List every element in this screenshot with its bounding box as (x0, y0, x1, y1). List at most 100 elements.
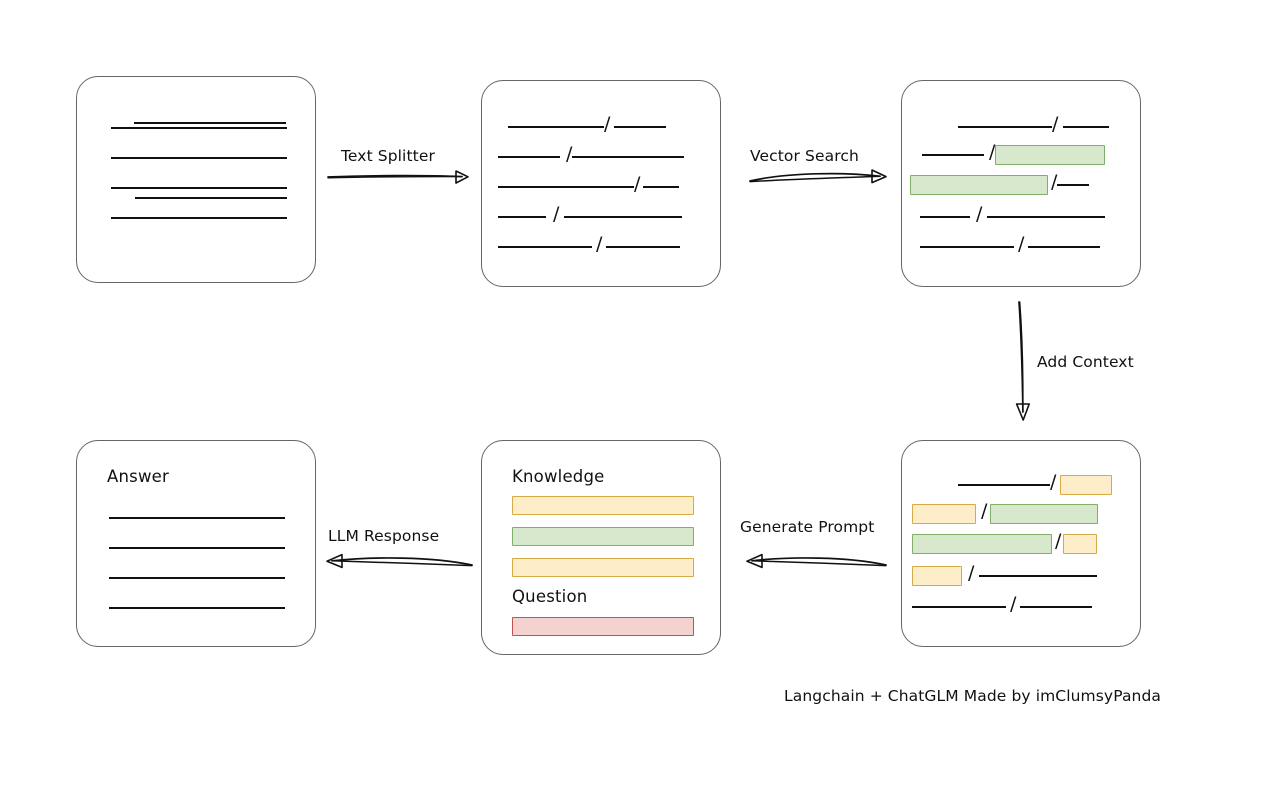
node-prompt[interactable]: Knowledge Question (481, 440, 721, 655)
context-chunk-highlight[interactable] (912, 566, 962, 586)
text-line (77, 567, 315, 589)
text-line (77, 117, 315, 139)
text-segment (958, 125, 1052, 129)
text-segment (987, 215, 1106, 219)
edge-label-llm-response: LLM Response (328, 527, 440, 545)
text-segment (111, 156, 287, 160)
split-slash: / (981, 499, 988, 522)
text-segment (1057, 183, 1090, 187)
split-slash: / (1010, 592, 1017, 615)
edge-add-context (1006, 300, 1040, 426)
context-chunk-highlight[interactable] (1060, 475, 1113, 495)
text-segment (1020, 605, 1093, 609)
text-segment (920, 215, 970, 219)
edge-generate-prompt (738, 545, 888, 577)
text-line (77, 187, 315, 209)
text-line (77, 537, 315, 559)
vector-search-arrow-icon (749, 169, 887, 184)
generate-prompt-arrow-icon (746, 553, 887, 569)
knowledge-bar-1[interactable] (512, 496, 694, 515)
text-segment (912, 605, 1006, 609)
text-line (77, 507, 315, 529)
edge-label-add-context: Add Context (1037, 353, 1134, 371)
text-line (77, 207, 315, 229)
text-line: / (482, 202, 720, 228)
text-line: / (902, 232, 1140, 258)
text-line (77, 147, 315, 169)
text-segment (498, 245, 592, 249)
text-line: / (482, 112, 720, 138)
text-segment (111, 216, 287, 220)
node-answer[interactable]: Answer (76, 440, 316, 647)
text-segment (508, 125, 604, 129)
text-segment (606, 245, 681, 249)
split-slash: / (968, 561, 975, 584)
split-document-lines: / / / / (482, 81, 720, 286)
question-bar[interactable] (512, 617, 694, 636)
text-segment (111, 126, 287, 130)
text-line: / (902, 140, 1140, 166)
node-source-document[interactable] (76, 76, 316, 283)
context-chunk-highlight[interactable] (990, 504, 1099, 524)
text-segment (922, 153, 984, 157)
split-slash: / (1051, 170, 1058, 193)
text-segment (958, 483, 1050, 487)
text-line-indented (76, 112, 316, 134)
context-document-lines: / / / (902, 441, 1140, 646)
edge-text-splitter (326, 160, 472, 190)
knowledge-bar-2[interactable] (512, 527, 694, 546)
split-slash: / (596, 232, 603, 255)
text-segment (134, 121, 286, 125)
node-split-document[interactable]: / / / / (481, 80, 721, 287)
answer-lines (77, 441, 315, 646)
text-line: / (902, 592, 1140, 618)
edge-label-generate-prompt: Generate Prompt (740, 518, 875, 536)
split-slash: / (1018, 232, 1025, 255)
text-splitter-arrow-icon (327, 170, 469, 184)
knowledge-bar-3[interactable] (512, 558, 694, 577)
knowledge-label: Knowledge (512, 467, 605, 486)
text-segment (1063, 125, 1110, 129)
text-segment (109, 576, 285, 580)
text-segment (979, 574, 1098, 578)
text-segment (111, 186, 287, 190)
context-chunk-highlight[interactable] (1063, 534, 1098, 554)
text-segment (614, 125, 667, 129)
split-slash: / (989, 140, 996, 163)
text-line: / (902, 561, 1140, 587)
split-slash: / (1050, 470, 1057, 493)
split-slash: / (566, 142, 573, 165)
text-line: / (482, 232, 720, 258)
text-segment (498, 155, 560, 159)
text-line: / (902, 499, 1140, 525)
text-line: / (902, 529, 1140, 555)
text-line: / (902, 114, 1140, 138)
text-segment (498, 185, 634, 189)
matched-chunk-highlight[interactable] (995, 145, 1106, 165)
edge-label-text-splitter: Text Splitter (341, 147, 435, 165)
node-matched-document[interactable]: / / / / (901, 80, 1141, 287)
context-chunk-highlight[interactable] (912, 534, 1052, 554)
text-segment (564, 215, 683, 219)
text-line: / (482, 172, 720, 198)
text-segment (920, 245, 1014, 249)
node-context-document[interactable]: / / / (901, 440, 1141, 647)
text-segment (135, 196, 287, 200)
text-segment (572, 155, 685, 159)
split-slash: / (634, 172, 641, 195)
edge-llm-response (318, 545, 474, 577)
text-line (77, 177, 315, 199)
split-slash: / (604, 112, 611, 135)
split-slash: / (1055, 529, 1062, 552)
matched-chunk-highlight[interactable] (910, 175, 1048, 195)
text-line: / (902, 170, 1140, 196)
source-document-lines (77, 77, 315, 282)
split-slash: / (553, 202, 560, 225)
edge-label-vector-search: Vector Search (750, 147, 859, 165)
context-chunk-highlight[interactable] (912, 504, 976, 524)
edge-vector-search (748, 160, 890, 192)
question-label: Question (512, 587, 588, 606)
llm-response-arrow-icon (326, 553, 473, 569)
text-segment (109, 546, 285, 550)
text-line: / (902, 204, 1140, 228)
